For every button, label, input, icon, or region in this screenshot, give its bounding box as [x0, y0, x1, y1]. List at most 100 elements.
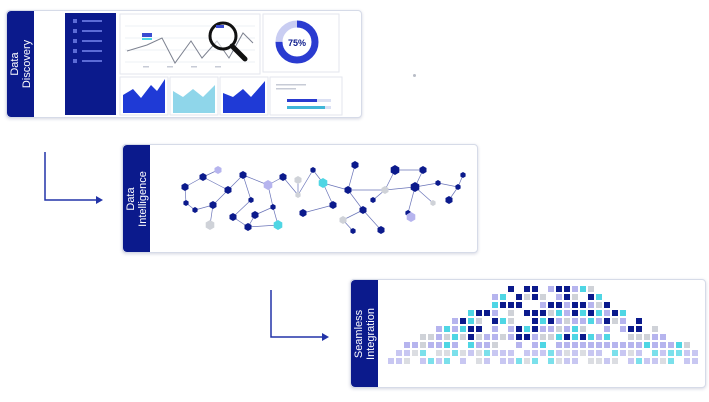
mosaic-tile [516, 326, 522, 332]
mosaic-tile [660, 358, 666, 364]
mosaic-tile [548, 318, 554, 324]
mosaic-tile [676, 342, 682, 348]
mosaic-tile [580, 302, 586, 308]
mosaic-tile [572, 326, 578, 332]
mosaic-tile [548, 350, 554, 356]
mosaic-tile [492, 342, 498, 348]
mosaic-tile [684, 350, 690, 356]
data-discovery-tab: Data Discovery [7, 11, 34, 117]
mosaic-tile [668, 342, 674, 348]
mosaic-tile [556, 286, 562, 292]
network-node [192, 207, 198, 213]
network-node [183, 200, 189, 206]
mosaic-tile [620, 326, 626, 332]
mosaic-tile [532, 334, 538, 340]
mosaic-tile [428, 342, 434, 348]
network-edge [202, 176, 229, 191]
network-node [205, 220, 215, 230]
mosaic-tile [548, 302, 554, 308]
mosaic-tile [604, 334, 610, 340]
mosaic-tile [500, 334, 506, 340]
mosaic-tile [620, 318, 626, 324]
mosaic-tile [564, 310, 570, 316]
mosaic-tile [524, 326, 530, 332]
mosaic-tile [484, 358, 490, 364]
mosaic-tile [484, 342, 490, 348]
mosaic-tile [468, 334, 474, 340]
mosaic-tile [540, 342, 546, 348]
network-edge [437, 182, 459, 188]
flow-arrow-1 [44, 152, 103, 204]
mosaic-tile [556, 342, 562, 348]
mosaic-tile [564, 326, 570, 332]
mosaic-tile [556, 326, 562, 332]
mosaic-tile [572, 334, 578, 340]
mosaic-tile [444, 334, 450, 340]
mosaic-tile [588, 334, 594, 340]
network-edge [384, 186, 416, 191]
mosaic-tile [644, 358, 650, 364]
mosaic-tile [628, 342, 634, 348]
mosaic-tile [580, 350, 586, 356]
mosaic-tile [636, 358, 642, 364]
mosaic-tile [572, 286, 578, 292]
network-node [244, 223, 252, 231]
mosaic-tile [572, 318, 578, 324]
mosaic-tile [652, 358, 658, 364]
mosaic-tile [468, 318, 474, 324]
mosaic-tile [404, 342, 410, 348]
mosaic-tile [660, 350, 666, 356]
mosaic-tile [588, 350, 594, 356]
network-node [455, 184, 461, 190]
mosaic-tile [588, 302, 594, 308]
mosaic-tile [460, 350, 466, 356]
network-node [214, 166, 222, 174]
mosaic-tile [604, 310, 610, 316]
mosaic-tile [588, 286, 594, 292]
mosaic-tile [524, 286, 530, 292]
network-edge [232, 199, 252, 218]
network-node [229, 213, 237, 221]
mosaic-tile [556, 294, 562, 300]
network-node [350, 228, 356, 234]
mosaic-tile [420, 358, 426, 364]
mosaic-tile [476, 318, 482, 324]
donut-progress [275, 20, 319, 64]
network-node [299, 209, 307, 217]
mosaic-tile [412, 342, 418, 348]
mosaic-tile [548, 286, 554, 292]
network-edge [347, 164, 356, 191]
mosaic-tile [532, 350, 538, 356]
network-edge [407, 186, 416, 214]
mosaic-tile [580, 286, 586, 292]
network-edge [362, 209, 382, 231]
network-edge [347, 189, 364, 211]
mosaic-tile [476, 342, 482, 348]
mosaic-tile [580, 318, 586, 324]
mosaic-tile [436, 342, 442, 348]
mosaic-tile [636, 334, 642, 340]
seamless-integration-tab: Seamless Integration [351, 280, 378, 387]
network-edge [297, 169, 314, 196]
mosaic-tile [500, 350, 506, 356]
mosaic-tile [524, 294, 530, 300]
mosaic-tile [500, 318, 506, 324]
mosaic-tile [596, 358, 602, 364]
mosaic-tile [596, 302, 602, 308]
mosaic-tile [572, 358, 578, 364]
flow-arrow-2 [270, 290, 329, 341]
network-node [435, 180, 441, 186]
network-node [390, 165, 400, 175]
mosaic-tile [660, 334, 666, 340]
mosaic-tile [492, 334, 498, 340]
mosaic-tile [556, 350, 562, 356]
mosaic-tile [612, 318, 618, 324]
network-node [248, 197, 254, 203]
network-node [239, 171, 247, 179]
mosaic-tile [564, 350, 570, 356]
mosaic-tile [692, 350, 698, 356]
mosaic-tile [500, 302, 506, 308]
network-node [224, 186, 232, 194]
network-node [209, 201, 217, 209]
mosaic-tile [612, 358, 618, 364]
